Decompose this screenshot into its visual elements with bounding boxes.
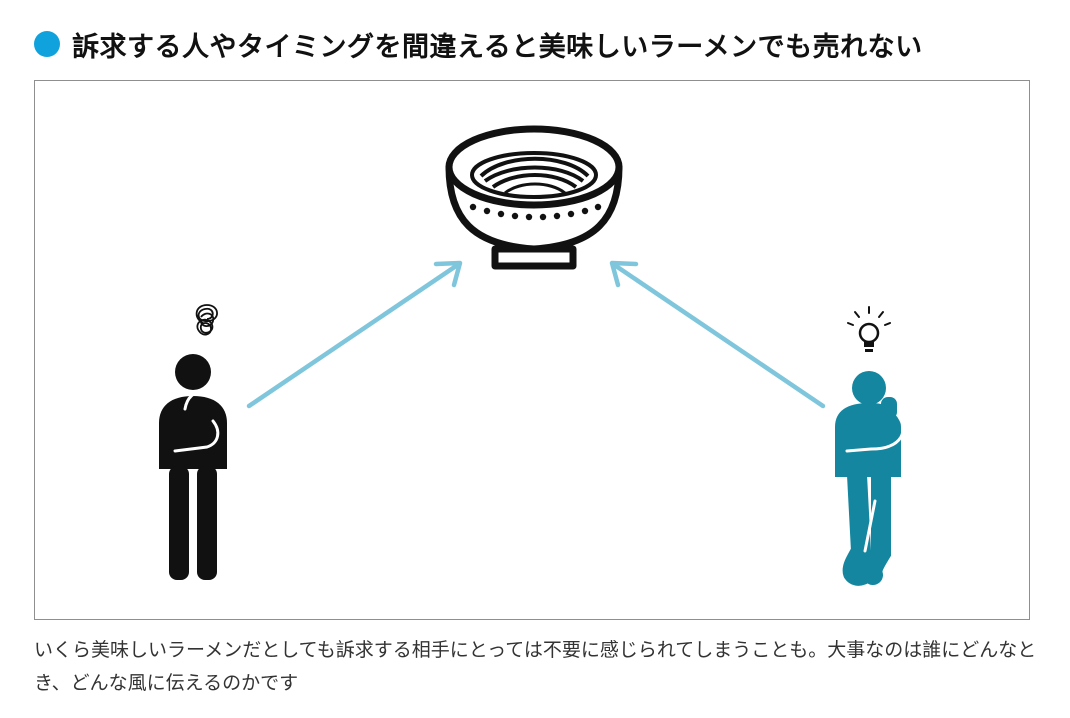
diagram-frame	[34, 80, 1030, 620]
diagram-canvas	[159, 125, 905, 586]
section-heading: 訴求する人やタイミングを間違えると美味しいラーメンでも売れない	[34, 26, 923, 63]
arrow-right-to-bowl	[609, 260, 826, 409]
heading-title: 訴求する人やタイミングを間違えると美味しいラーメンでも売れない	[72, 31, 923, 63]
ramen-bowl-icon	[445, 125, 623, 270]
caption-text: いくら美味しいラーメンだとしても訴求する相手にとっては不要に感じられてしまうこと…	[34, 639, 1037, 694]
lightbulb-icon	[847, 306, 891, 352]
bullet-dot	[34, 31, 60, 57]
confused-person-icon	[159, 304, 227, 580]
arrow-left-to-bowl	[246, 260, 463, 409]
tangled-thought-icon	[195, 304, 218, 336]
inspired-person-icon	[835, 306, 905, 586]
